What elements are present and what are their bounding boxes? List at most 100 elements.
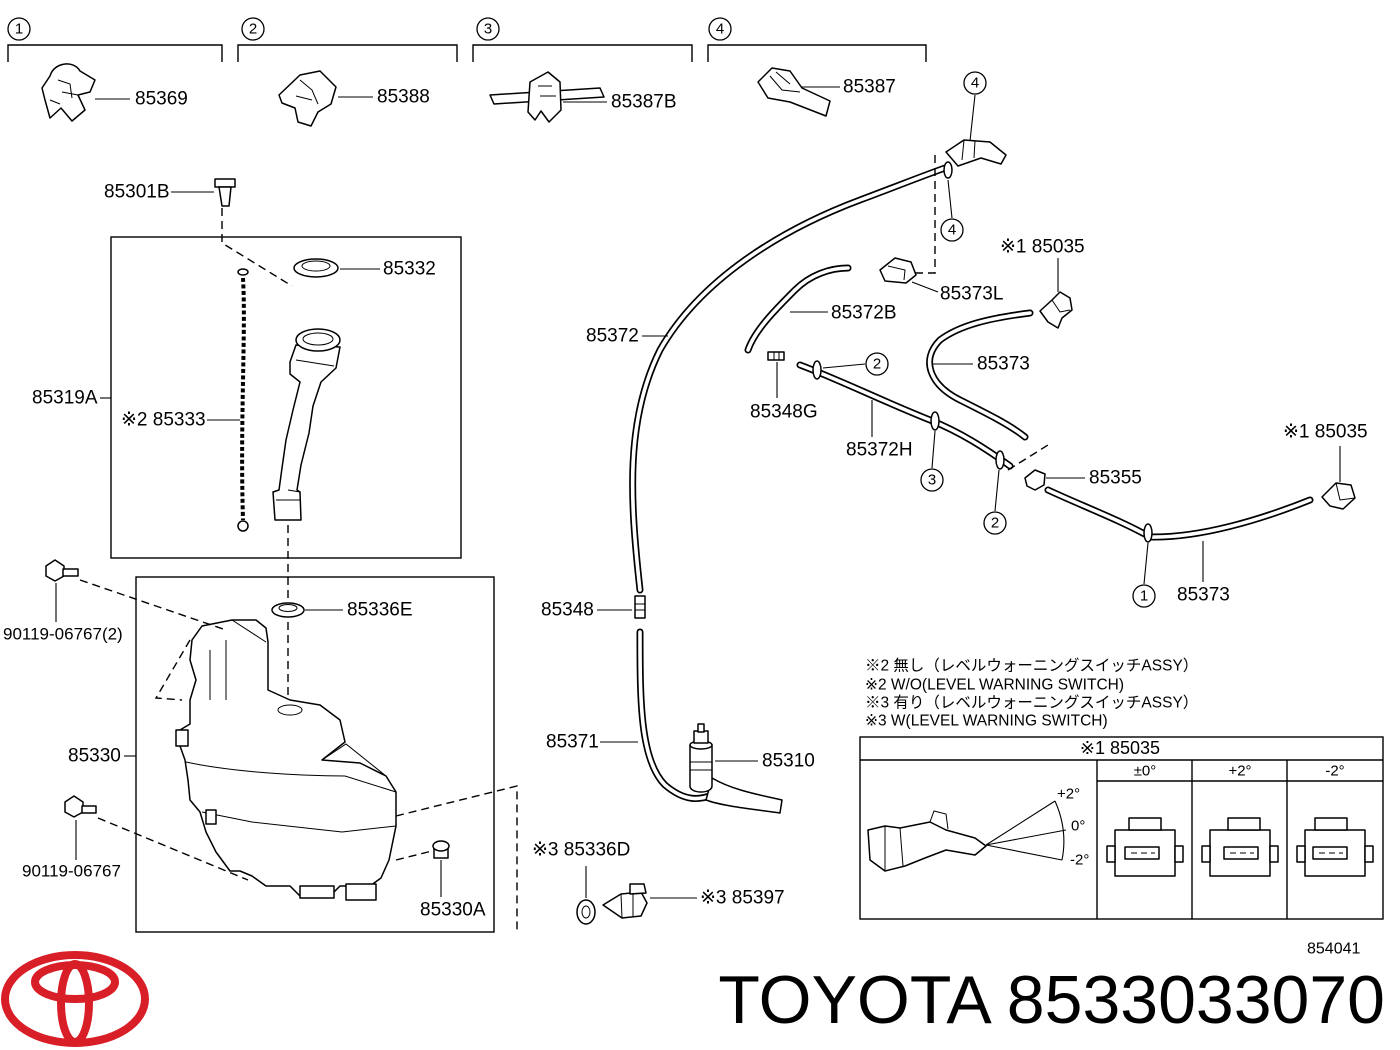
section-3-bracket — [472, 44, 693, 62]
label-85355: 85355 — [1089, 468, 1142, 489]
section-4-number: 4 — [716, 21, 724, 38]
section-4-header: 4 — [707, 17, 927, 62]
section-4-bracket — [707, 44, 927, 62]
note-4: ※3 W(LEVEL WARNING SWITCH) — [865, 713, 1108, 730]
angle-label-0: 0° — [1071, 818, 1085, 835]
callout-4-top: 4 — [963, 71, 987, 142]
label-85332: 85332 — [383, 259, 436, 280]
notes: ※2 無し（レベルウォーニングスイッチASSY） ※2 W/O(LEVEL WA… — [865, 657, 1198, 730]
nozzle-angle-illustration: +2° 0° -2° — [867, 786, 1089, 872]
tank-85330: 85330 — [68, 619, 397, 901]
label-85387: 85387 — [843, 77, 896, 98]
clip-85388: 85388 — [278, 70, 430, 127]
label-85336e: 85336E — [347, 600, 413, 621]
gauge-85333: ※2 85333 — [121, 268, 249, 532]
nozzle-connector-plus2deg — [1201, 817, 1279, 877]
callout-2-right-number: 2 — [991, 515, 999, 532]
label-85387b: 85387B — [611, 92, 677, 113]
label-85035-upper: ※1 85035 — [1000, 237, 1085, 258]
angle-label-minus2: -2° — [1070, 852, 1089, 869]
table-column-minus2: -2° — [1325, 763, 1344, 780]
joint-85348: 85348 — [541, 595, 646, 621]
clip-85387: 85387 — [757, 67, 896, 117]
section-4-marker — [708, 17, 732, 41]
joint-85348g: 85348G — [750, 351, 818, 423]
label-85336d: ※3 85336D — [532, 840, 630, 861]
nozzle-angle-table: ※1 85035 ±0° +2° -2° +2° 0° -2° — [859, 736, 1384, 920]
toyota-logo — [1, 951, 149, 1047]
section-1-header: 1 — [7, 17, 223, 62]
angle-label-plus2: +2° — [1057, 786, 1080, 803]
cap-85330a: 85330A — [395, 785, 518, 932]
label-85373-middle: 85373 — [977, 354, 1030, 375]
callout-2-left-number: 2 — [873, 356, 881, 373]
switch-85397: ※3 85397 — [602, 883, 785, 919]
nozzle-connector-minus2deg — [1296, 817, 1374, 877]
assembly-dashed-line-1 — [221, 208, 293, 287]
section-2-bracket — [237, 44, 458, 62]
callout-1: 1 — [1132, 542, 1156, 608]
nozzle-85035-right: ※1 85035 — [1283, 422, 1368, 510]
section-2-marker — [241, 17, 265, 41]
label-85371: 85371 — [546, 732, 599, 753]
bolt-90119-06767-2: 90119-06767(2) — [3, 559, 227, 701]
diagram-code: 854041 — [1307, 941, 1360, 958]
callout-3-number: 3 — [928, 472, 936, 489]
label-90119-06767: 90119-06767 — [22, 862, 121, 881]
label-85333: ※2 85333 — [121, 410, 206, 431]
note-1: ※2 無し（レベルウォーニングスイッチASSY） — [865, 657, 1198, 675]
section-3-header: 3 — [472, 17, 693, 62]
cap-85332: 85332 — [293, 258, 436, 280]
label-85348: 85348 — [541, 600, 594, 621]
label-85372: 85372 — [586, 326, 639, 347]
label-85310: 85310 — [762, 751, 815, 772]
nozzle-85035-upper: ※1 85035 — [1000, 237, 1085, 329]
table-title: ※1 85035 — [1080, 738, 1160, 758]
hose-85373-bottom: 85373 — [1044, 486, 1314, 606]
callout-1-number: 1 — [1140, 588, 1148, 605]
hose-85372: 85372 — [586, 164, 949, 594]
section-1-bracket — [7, 44, 223, 62]
grommet-85336d: ※3 85336D — [532, 840, 630, 925]
label-85373-bottom: 85373 — [1177, 585, 1230, 606]
note-2: ※2 W/O(LEVEL WARNING SWITCH) — [865, 677, 1124, 694]
tank-group-box — [135, 576, 495, 933]
bolt-90119-06767: 90119-06767 — [22, 795, 249, 881]
section-3-marker — [476, 17, 500, 41]
label-85035-right: ※1 85035 — [1283, 422, 1368, 443]
section-1-marker — [7, 17, 31, 41]
inlet-85319a: 85319A — [32, 328, 341, 521]
callout-4-lower: 4 — [940, 179, 964, 242]
clip-85387b: 85387B — [489, 71, 677, 123]
callout-4-top-number: 4 — [971, 75, 979, 92]
label-85348g: 85348G — [750, 402, 818, 423]
label-85397: ※3 85397 — [700, 888, 785, 909]
label-85301b: 85301B — [104, 182, 170, 203]
nozzle-connector-0deg — [1106, 817, 1184, 877]
section-3-number: 3 — [484, 21, 492, 38]
grommet-85336e: 85336E — [271, 600, 413, 621]
callout-2-left: 2 — [822, 352, 889, 376]
label-85330: 85330 — [68, 746, 121, 767]
hose-85371: 85371 — [546, 628, 716, 803]
note-3: ※3 有り（レベルウォーニングスイッチASSY） — [865, 694, 1198, 712]
label-85319a: 85319A — [32, 388, 98, 409]
table-column-plus2: +2° — [1228, 763, 1251, 780]
table-column-0: ±0° — [1134, 763, 1157, 780]
label-85373l: 85373L — [940, 284, 1003, 305]
joint-85355: 85355 — [1024, 468, 1142, 491]
hose-85372b: 85372B — [744, 264, 897, 354]
clip-85369: 85369 — [41, 63, 188, 122]
clamp-85373l: 85373L — [879, 257, 1003, 305]
section-2-number: 2 — [249, 21, 257, 38]
callout-2-right: 2 — [983, 469, 1007, 535]
label-85388: 85388 — [377, 87, 430, 108]
nozzle-upper-assembly — [905, 139, 1007, 274]
label-85372b: 85372B — [831, 303, 897, 324]
pump-85310: 85310 — [689, 723, 815, 814]
label-85372h: 85372H — [846, 440, 913, 461]
section-1-number: 1 — [15, 21, 23, 38]
callout-3: 3 — [920, 430, 944, 492]
